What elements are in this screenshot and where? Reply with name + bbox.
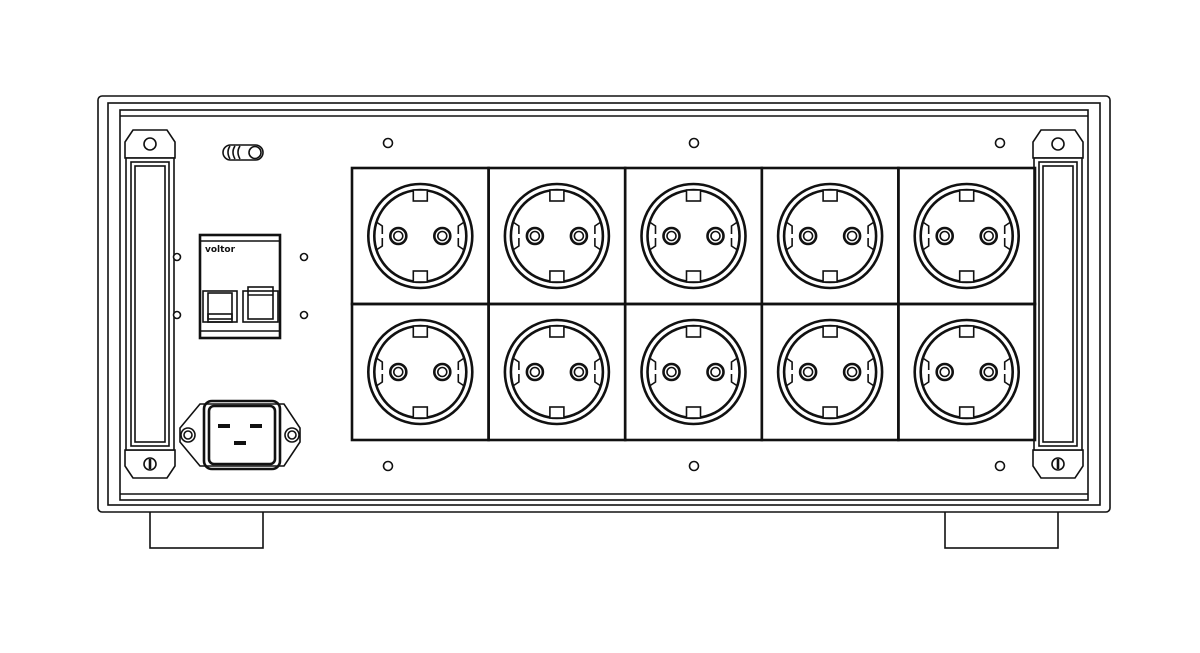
handle-screw (1051, 137, 1065, 151)
schuko-socket[interactable] (760, 302, 900, 442)
socket-pin-hole (525, 226, 545, 246)
socket-pin-hole (662, 226, 681, 246)
panel-screw (688, 460, 700, 472)
socket-pin-hole (706, 226, 725, 246)
schuko-socket[interactable] (623, 302, 764, 442)
panel-screw (382, 137, 394, 149)
socket-pin-hole (569, 226, 589, 246)
socket-pin-hole (706, 362, 725, 382)
socket-pin-hole (388, 362, 408, 382)
schuko-socket[interactable] (350, 166, 490, 306)
breaker-lever-right[interactable] (242, 286, 279, 323)
breaker-mount-screw (172, 252, 182, 262)
socket-grid (350, 166, 1037, 442)
socket-pin-hole (798, 362, 818, 382)
socket-pin-hole (979, 226, 999, 246)
circuit-breaker: voltor (198, 233, 282, 340)
schuko-socket[interactable] (897, 302, 1037, 442)
socket-pin-hole (662, 362, 681, 382)
schuko-socket[interactable] (623, 166, 764, 306)
breaker-mount-screw (172, 310, 182, 320)
socket-pin-hole (935, 362, 955, 382)
socket-pin-hole (432, 226, 452, 246)
breaker-logo: voltor (205, 245, 236, 255)
iec-c19-power-inlet[interactable] (179, 399, 301, 471)
handle-screw (143, 457, 157, 471)
panel-screw (994, 460, 1006, 472)
breaker-mount-screw (299, 310, 309, 320)
socket-pin-hole (569, 362, 589, 382)
panel-screw (688, 137, 700, 149)
socket-pin-hole (935, 226, 955, 246)
panel-screw (994, 137, 1006, 149)
right-foot (944, 505, 1059, 549)
socket-pin-hole (432, 362, 452, 382)
panel-screw (382, 460, 394, 472)
handle-screw (1051, 457, 1065, 471)
right-handle[interactable] (1032, 129, 1084, 479)
left-handle[interactable] (124, 129, 176, 479)
socket-pin-hole (842, 226, 862, 246)
socket-pin-hole (525, 362, 545, 382)
breaker-mount-screw (299, 252, 309, 262)
schuko-socket[interactable] (487, 302, 627, 442)
toggle-switch[interactable] (222, 144, 264, 161)
handle-screw (143, 137, 157, 151)
breaker-lever-left[interactable] (202, 290, 238, 323)
left-foot (149, 505, 264, 549)
socket-pin-hole (842, 362, 862, 382)
socket-pin-hole (979, 362, 999, 382)
socket-pin-hole (798, 226, 818, 246)
socket-pin-hole (388, 226, 408, 246)
